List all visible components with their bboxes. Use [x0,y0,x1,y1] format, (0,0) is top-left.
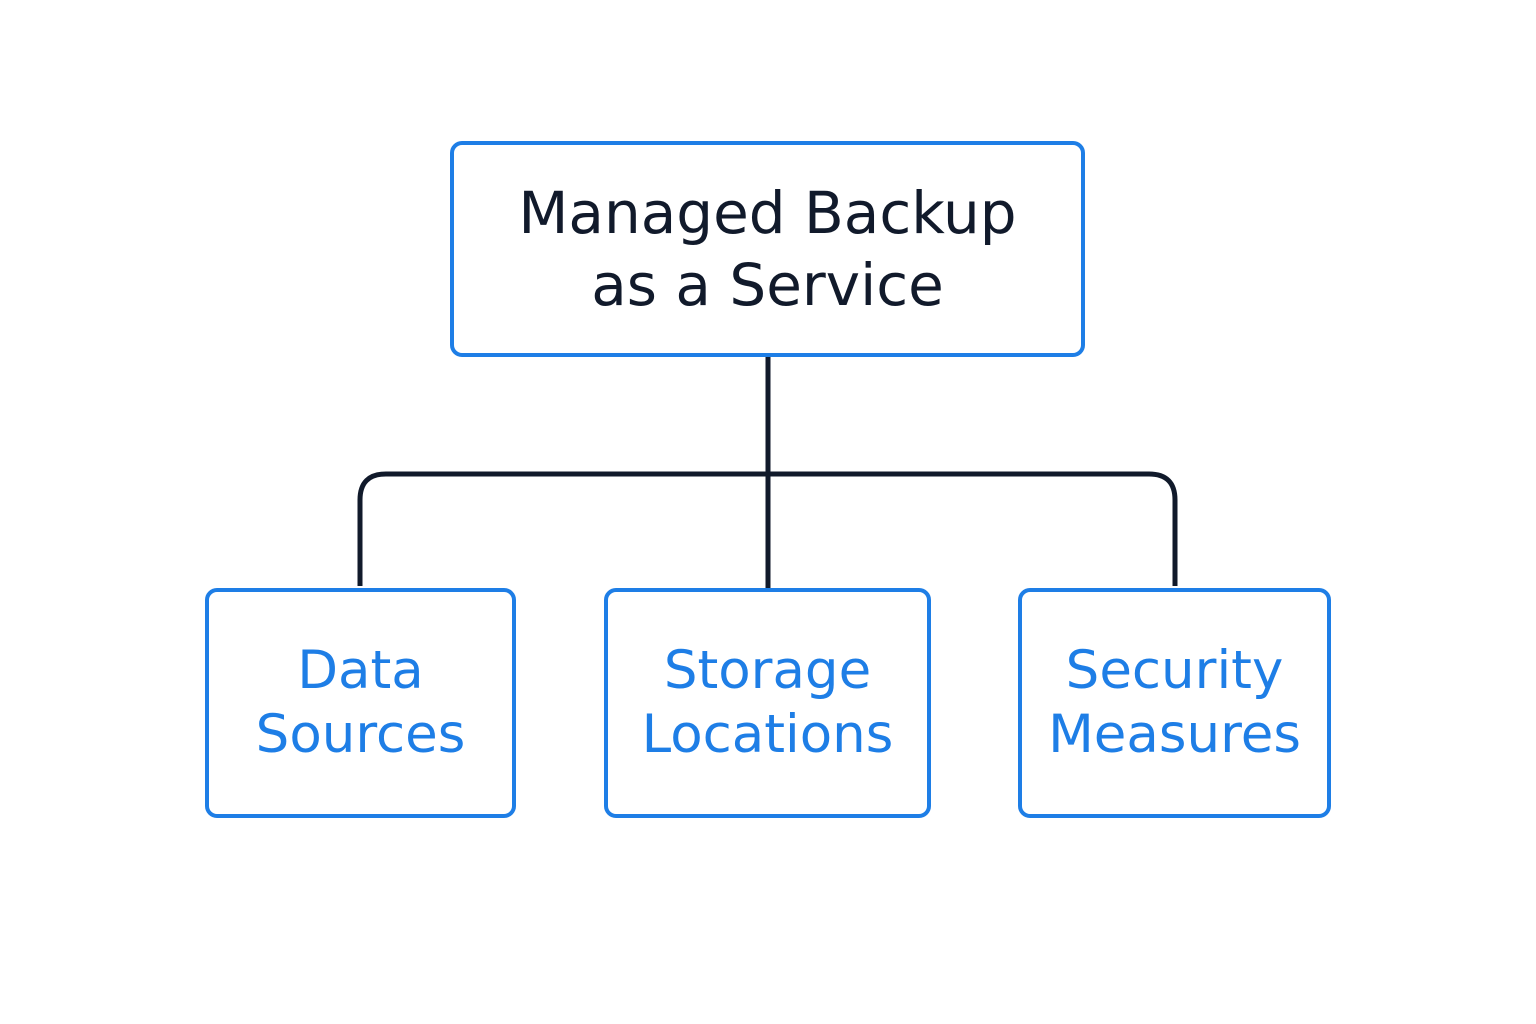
security-measures-label-line-2: Measures [1048,704,1301,765]
connector-horizontal-bus [357,471,1178,586]
storage-locations-label-line-1: Storage [663,640,872,701]
root-node-label-line-1: Managed Backup [518,179,1017,247]
root-node-label-line-2: as a Service [591,251,944,319]
data-sources-label-line-2: Sources [255,704,466,765]
security-measures-label-line-1: Security [1065,640,1284,701]
storage-locations-node: Storage Locations [604,588,931,818]
security-measures-node: Security Measures [1018,588,1331,818]
storage-locations-label-line-2: Locations [641,704,894,765]
data-sources-label-line-1: Data [297,640,424,701]
data-sources-node: Data Sources [205,588,516,818]
root-node: Managed Backup as a Service [450,141,1085,357]
